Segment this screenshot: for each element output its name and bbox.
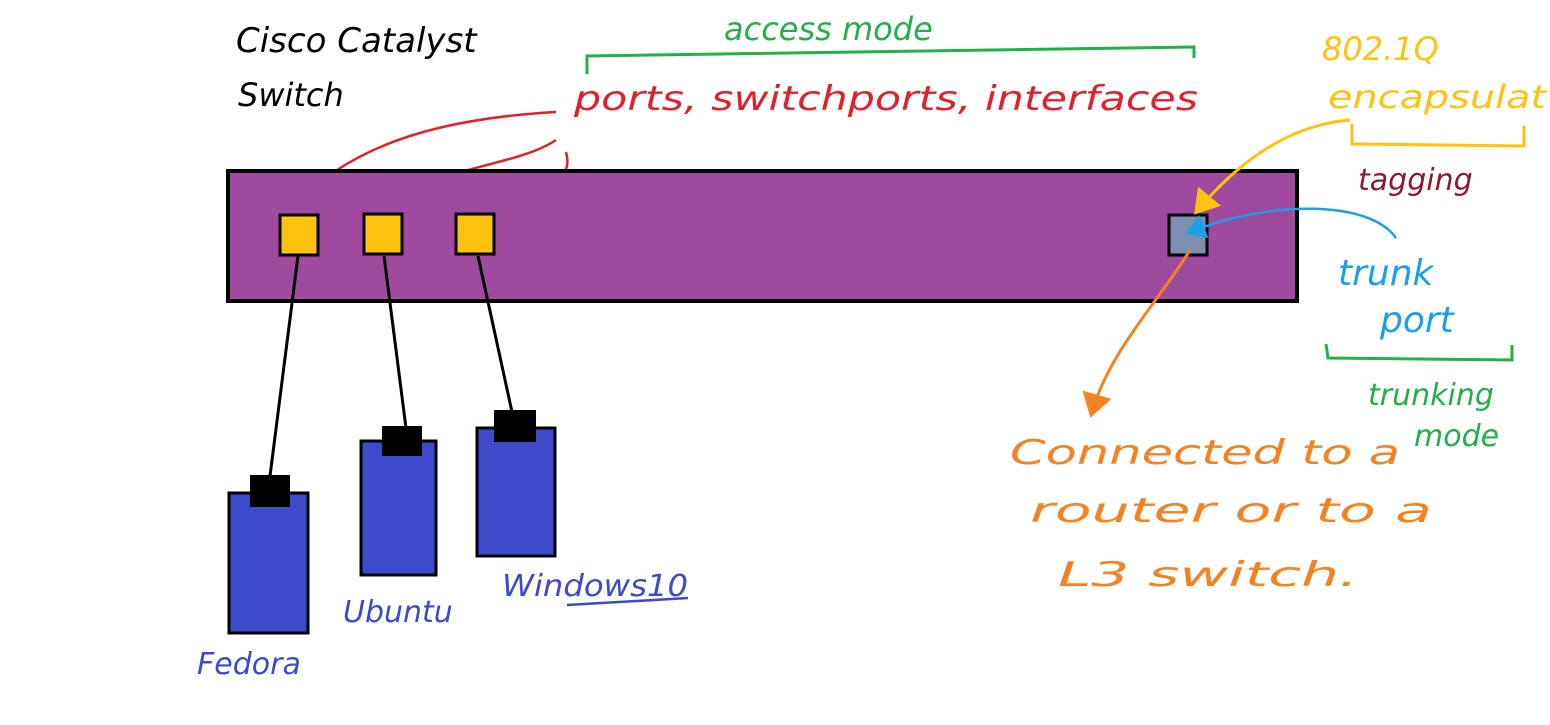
connected-line1: Connected to a: [1010, 433, 1400, 473]
host-label-fedora: Fedora: [197, 647, 301, 682]
host-fedora-nic: [250, 475, 290, 507]
access-port-3[interactable]: [454, 212, 496, 256]
host-windows-nic: [494, 410, 536, 442]
encap-bracket: [1350, 124, 1526, 148]
cable-fedora: [268, 255, 300, 477]
encap-line1: 802.1Q: [1322, 30, 1439, 68]
access-port-2[interactable]: [362, 212, 404, 256]
connected-line2: router or to a: [1030, 491, 1432, 531]
trunk-label-line2: port: [1379, 300, 1456, 341]
trunk-label-line1: trunk: [1338, 253, 1436, 294]
tagging-label: tagging: [1358, 163, 1473, 198]
host-label-ubuntu: Ubuntu: [343, 595, 453, 630]
encap-line2: encapsulat: [1328, 78, 1548, 116]
trunking-label-line1: trunking: [1368, 378, 1494, 413]
host-windows-box: [475, 426, 557, 558]
encap-arrow: [1194, 118, 1351, 215]
connected-line3: L3 switch.: [1058, 555, 1358, 595]
trunk-bracket: [1324, 343, 1514, 362]
host-fedora-box: [227, 491, 310, 635]
cable-windows: [476, 255, 514, 413]
windows-underline: [566, 596, 689, 607]
ports-label: ports, switchports, interfaces: [573, 79, 1198, 119]
access-port-1[interactable]: [278, 213, 320, 257]
trunking-label-line2: mode: [1414, 419, 1499, 454]
host-ubuntu-box: [359, 439, 438, 577]
switch-chassis: [226, 169, 1299, 303]
switch-title-line1: Cisco Catalyst: [236, 21, 478, 61]
trunk-arrow: [1185, 207, 1398, 239]
switch-title-line2: Switch: [238, 76, 344, 114]
access-mode-bracket: [585, 45, 1196, 74]
connected-arrow: [1082, 249, 1192, 418]
access-mode-label: access mode: [724, 10, 933, 48]
trunk-port[interactable]: [1167, 213, 1209, 257]
host-ubuntu-nic: [382, 426, 422, 456]
host-label-windows: Windows10: [502, 569, 688, 604]
cable-ubuntu: [382, 255, 408, 429]
